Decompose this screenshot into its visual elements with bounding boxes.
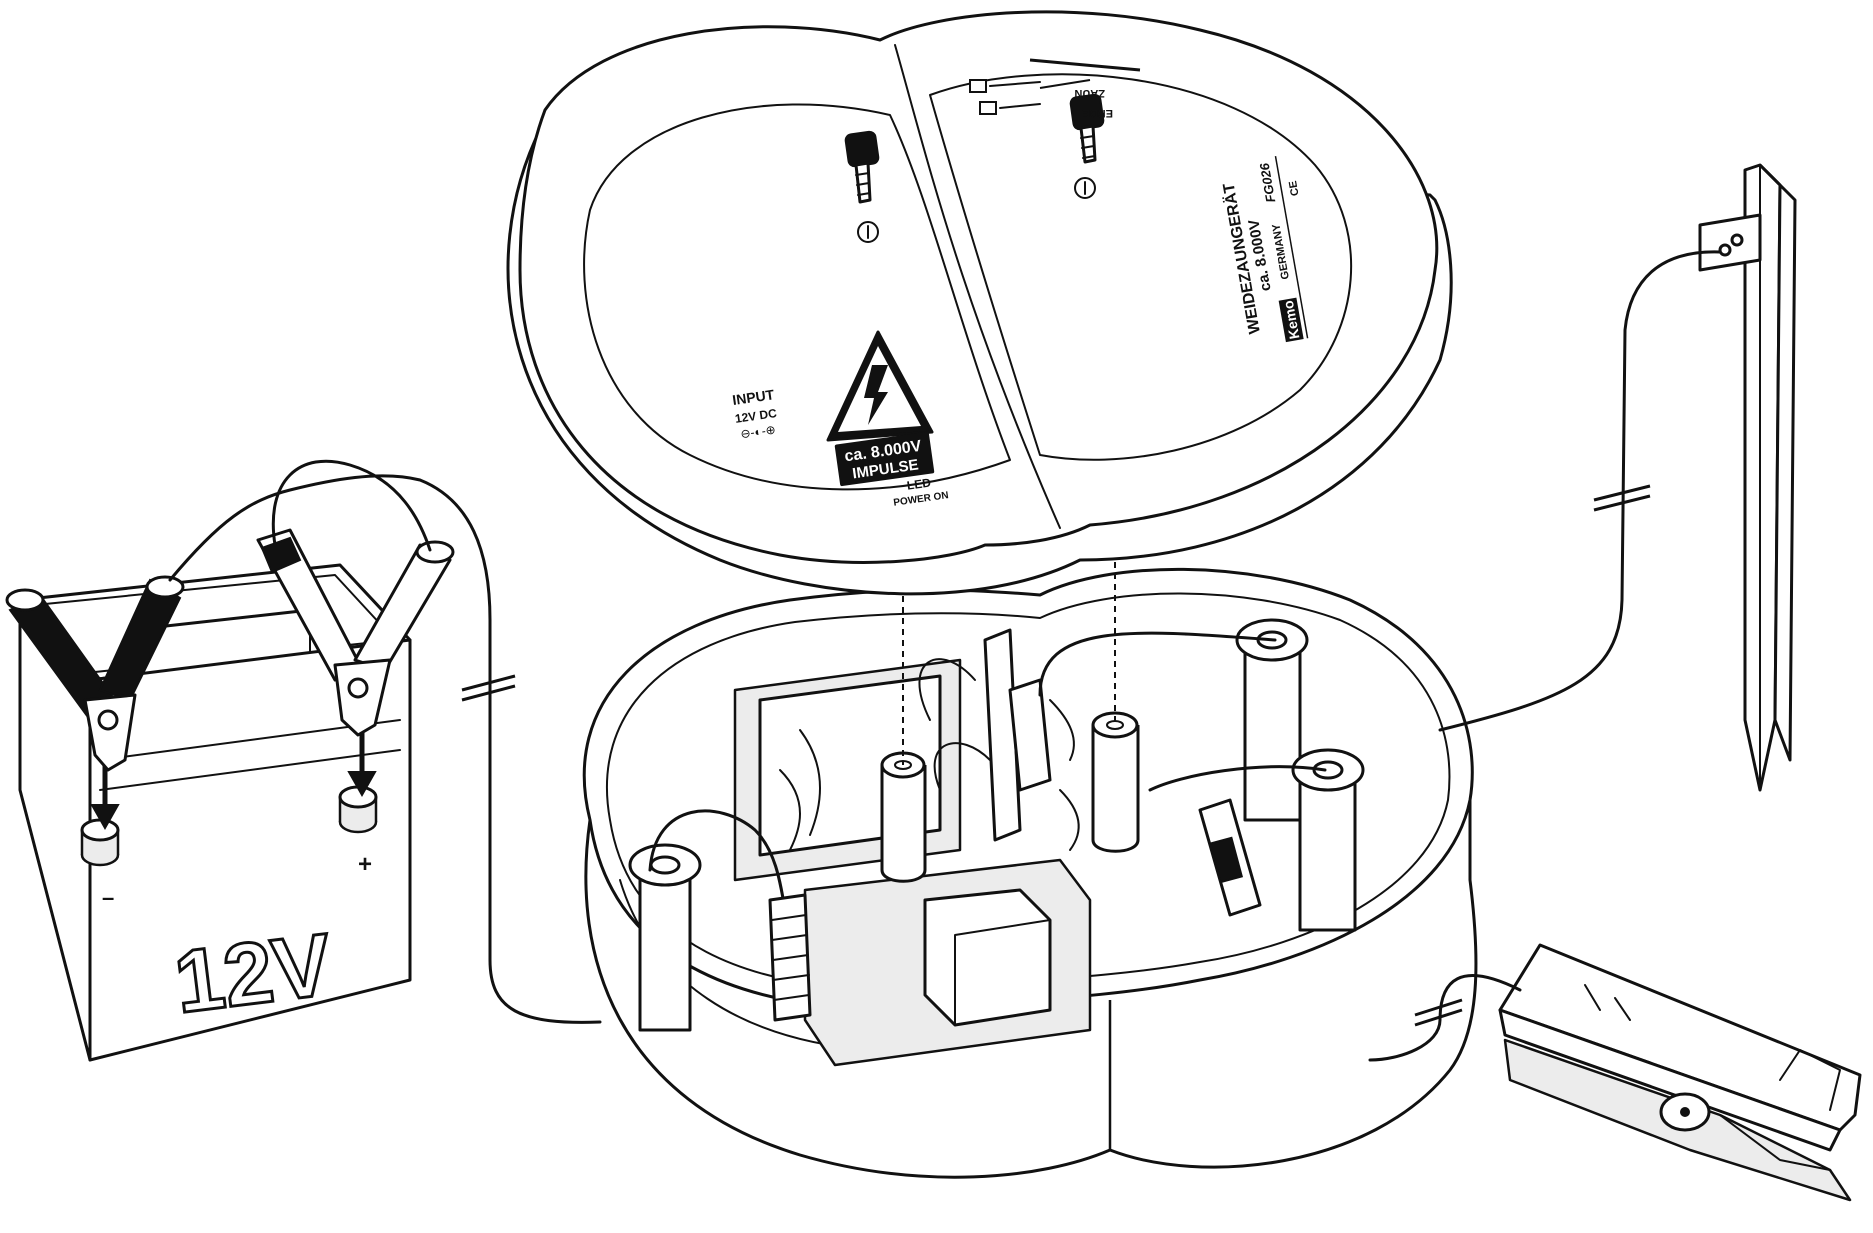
input-voltage-label: 12V DC (734, 406, 778, 426)
cable-break-mark-fence (1414, 998, 1463, 1027)
lid-screw-left (844, 130, 880, 243)
red-clip-cable (271, 459, 432, 552)
terminal-indicator-marks (969, 58, 1141, 115)
internal-wire-front (1148, 765, 1327, 792)
ground-cable (1438, 250, 1722, 732)
brand-name: Kemo (1280, 299, 1303, 340)
ground-stake (1698, 163, 1797, 792)
tall-post-right-front (1291, 748, 1365, 932)
red-alligator-clip (256, 528, 455, 737)
battery-plus-terminal (338, 785, 378, 834)
zaun-label: ZAUN (1074, 87, 1105, 99)
battery-12v: – + 12V (18, 563, 412, 1062)
battery-minus-label: – (102, 885, 114, 910)
terminal-labels: ZAUN ERDE (1074, 87, 1113, 119)
cable-break-mark-ground (1593, 484, 1651, 512)
tall-post-right-rear (1235, 618, 1309, 822)
polarity-symbol: ⊖-◐-⊕ (740, 422, 777, 441)
input-label-group: INPUT 12V DC ⊖-◐-⊕ (731, 386, 778, 441)
internal-wire-rear (1038, 631, 1277, 697)
dc-input-jack (768, 893, 812, 1022)
battery-voltage-label: 12V (169, 914, 337, 1031)
high-voltage-warning-sign: ca. 8.000V IMPULSE (826, 330, 935, 487)
internal-circuit-board (733, 628, 1262, 1067)
model-number: FG026 (1257, 161, 1279, 204)
cable-break-mark-left (461, 674, 516, 702)
input-label: INPUT (731, 386, 775, 408)
battery-minus-terminal (80, 818, 120, 867)
fence-cable (1368, 974, 1522, 1062)
tall-post-left (628, 843, 702, 1032)
erde-label: ERDE (1082, 107, 1113, 119)
energizer-lid (506, 10, 1453, 596)
led-label: LED (906, 475, 932, 492)
black-alligator-clip (5, 575, 185, 772)
ce-mark: CE (1287, 180, 1301, 197)
battery-cable (168, 474, 602, 1024)
fence-connection-clip (1498, 943, 1862, 1202)
screw-post-right (1091, 711, 1140, 853)
lightning-bolt-icon (864, 365, 888, 425)
screw-post-left (880, 751, 927, 883)
brand-badge (1278, 297, 1304, 343)
lid-screw-right (1069, 93, 1105, 199)
input-wire (648, 809, 787, 912)
battery-plus-label: + (358, 851, 372, 878)
